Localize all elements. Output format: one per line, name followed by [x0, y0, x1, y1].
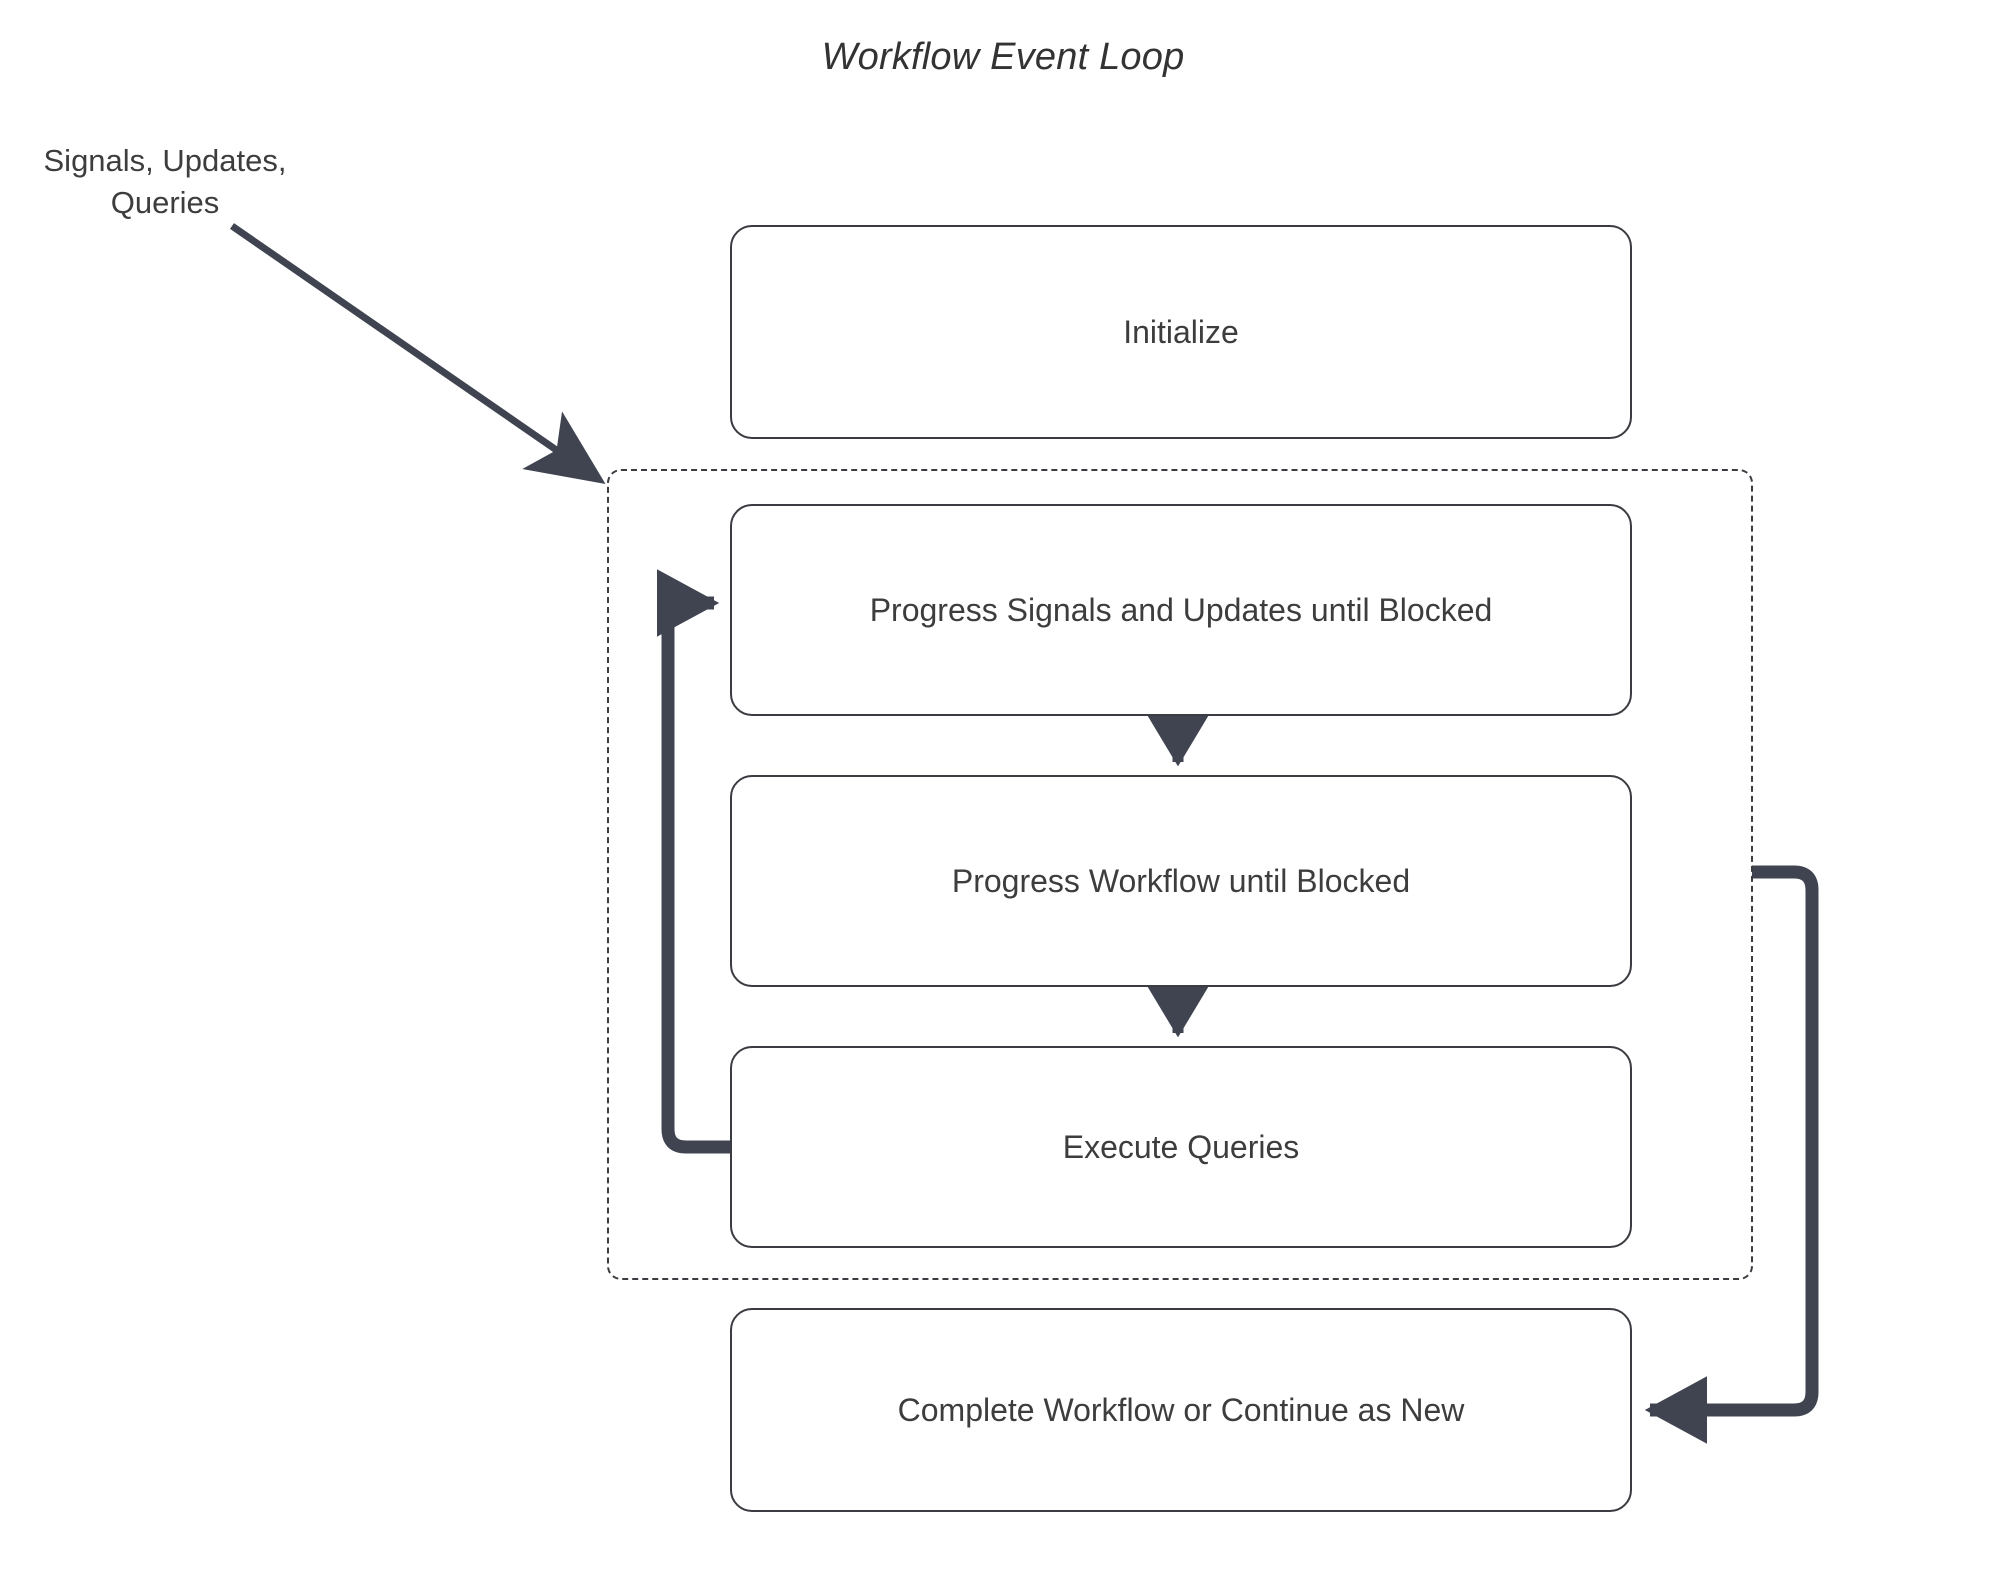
node-initialize[interactable]: Initialize — [730, 225, 1632, 439]
node-progress-workflow[interactable]: Progress Workflow until Blocked — [730, 775, 1632, 987]
event-loop-group — [607, 469, 1753, 1280]
node-complete-workflow[interactable]: Complete Workflow or Continue as New — [730, 1308, 1632, 1512]
signals-updates-queries-label: Signals, Updates, Queries — [43, 143, 287, 220]
page-title: Workflow Event Loop — [821, 36, 1185, 78]
node-initialize-label: Initialize — [1123, 313, 1239, 350]
node-complete-workflow-label: Complete Workflow or Continue as New — [897, 1391, 1465, 1428]
node-progress-workflow-label: Progress Workflow until Blocked — [951, 862, 1411, 899]
node-execute-queries[interactable]: Execute Queries — [730, 1046, 1632, 1248]
node-progress-signals[interactable]: Progress Signals and Updates until Block… — [730, 504, 1632, 716]
node-progress-signals-label: Progress Signals and Updates until Block… — [869, 591, 1493, 628]
edge-signals-to-group — [230, 223, 606, 484]
node-execute-queries-label: Execute Queries — [1062, 1128, 1300, 1165]
